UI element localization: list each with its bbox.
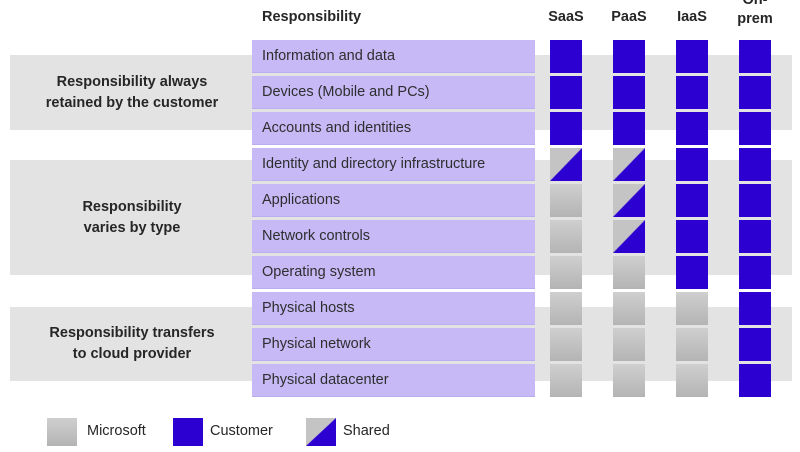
- group-label-text: Responsibility varies by type: [82, 198, 182, 236]
- legend-customer-label: Customer: [210, 423, 273, 439]
- cell-customer: [739, 76, 771, 109]
- cell-customer: [613, 76, 645, 109]
- cell-microsoft: [613, 256, 645, 289]
- cell-customer: [676, 76, 708, 109]
- cell-customer: [676, 256, 708, 289]
- cell-microsoft: [550, 292, 582, 325]
- cell-customer: [739, 292, 771, 325]
- column-header-iaas: IaaS: [677, 9, 707, 25]
- group-label-text: Responsibility always retained by the cu…: [45, 73, 219, 111]
- cell-customer: [739, 256, 771, 289]
- row-label: Physical datacenter: [252, 364, 535, 397]
- cell-microsoft: [550, 184, 582, 217]
- cell-customer: [739, 112, 771, 145]
- legend-microsoft-label: Microsoft: [87, 423, 146, 439]
- cell-customer: [550, 40, 582, 73]
- row-label: Physical network: [252, 328, 535, 361]
- cell-shared: [613, 220, 645, 253]
- cell-microsoft: [550, 220, 582, 253]
- cell-customer: [676, 148, 708, 181]
- column-header-paas: PaaS: [611, 9, 647, 25]
- cell-customer: [676, 112, 708, 145]
- cell-microsoft: [613, 364, 645, 397]
- group-label-text: Responsibility transfers to cloud provid…: [49, 325, 215, 362]
- cell-customer: [739, 148, 771, 181]
- cell-microsoft: [550, 364, 582, 397]
- cell-shared: [613, 148, 645, 181]
- legend-shared-swatch: [306, 418, 336, 446]
- cell-customer: [676, 184, 708, 217]
- cell-customer: [550, 112, 582, 145]
- cell-customer: [739, 364, 771, 397]
- legend-customer-swatch: [173, 418, 203, 446]
- cell-customer: [739, 184, 771, 217]
- cell-microsoft: [550, 328, 582, 361]
- row-label: Devices (Mobile and PCs): [252, 76, 535, 109]
- row-label: Operating system: [252, 256, 535, 289]
- row-label: Accounts and identities: [252, 112, 535, 145]
- group-label-varies: Responsibility varies by type: [14, 160, 250, 275]
- cell-customer: [739, 328, 771, 361]
- cell-customer: [676, 220, 708, 253]
- column-header-onprem: On- prem: [737, 0, 773, 27]
- legend-microsoft-swatch: [47, 418, 77, 446]
- legend-shared-label: Shared: [343, 423, 390, 439]
- column-header-saas: SaaS: [548, 9, 584, 25]
- cell-customer: [739, 220, 771, 253]
- cell-customer: [613, 112, 645, 145]
- group-label-provider: Responsibility transfers to cloud provid…: [14, 307, 250, 381]
- row-label: Physical hosts: [252, 292, 535, 325]
- cell-customer: [550, 76, 582, 109]
- cell-microsoft: [613, 292, 645, 325]
- cell-shared: [550, 148, 582, 181]
- responsibility-header: Responsibility: [262, 9, 362, 25]
- row-label: Identity and directory infrastructure: [252, 148, 535, 181]
- cell-microsoft: [613, 328, 645, 361]
- cell-microsoft: [676, 364, 708, 397]
- row-label: Applications: [252, 184, 535, 217]
- cell-customer: [739, 40, 771, 73]
- cell-microsoft: [676, 292, 708, 325]
- cell-microsoft: [550, 256, 582, 289]
- cell-microsoft: [676, 328, 708, 361]
- cell-customer: [613, 40, 645, 73]
- row-label: Network controls: [252, 220, 535, 253]
- cell-shared: [613, 184, 645, 217]
- group-label-customer: Responsibility always retained by the cu…: [14, 55, 250, 130]
- cell-customer: [676, 40, 708, 73]
- row-label: Information and data: [252, 40, 535, 73]
